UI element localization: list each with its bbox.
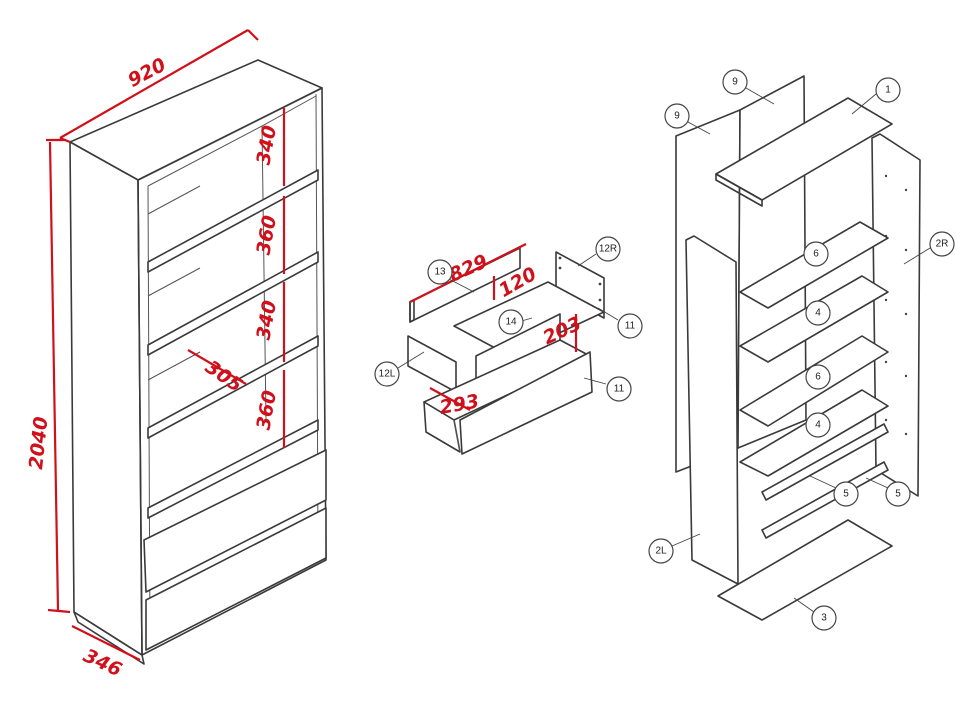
side-panel-holes [884, 174, 908, 436]
shelf-3 [147, 335, 319, 439]
bookcase-drawer-front-2 [145, 507, 327, 651]
exploded-cabinet [675, 75, 921, 621]
callout-4-a: 4 [815, 308, 821, 319]
dim-shelf-gap-360-b: 360 [252, 389, 281, 432]
callout-9-b: 9 [674, 111, 680, 122]
side-panel-right [871, 133, 921, 497]
rail-5-b [761, 461, 889, 539]
callout-14: 14 [505, 317, 517, 328]
callout-5-a: 5 [843, 489, 849, 500]
callout-2R: 2R [936, 239, 949, 250]
callout-6-a: 6 [813, 249, 819, 260]
rail-5-a [761, 423, 889, 501]
callout-12R: 12R [599, 244, 617, 255]
callout-1: 1 [885, 85, 891, 96]
callout-11-b: 11 [614, 384, 625, 395]
bookcase-front-frame [137, 87, 327, 656]
drawer-front-panel [459, 351, 593, 455]
dim-height-2040: 2040 [25, 416, 52, 471]
callout-4-b: 4 [815, 420, 821, 431]
bookcase-left-side [69, 141, 143, 656]
dim-shelf-gap-340-a: 340 [252, 124, 281, 167]
shelf-1 [147, 169, 319, 273]
dim-width-920: 920 [124, 54, 169, 92]
drawer-side-right [555, 251, 605, 319]
drawer-side-left [407, 335, 457, 393]
shelf-2 [147, 251, 319, 356]
callout-12L: 12L [379, 369, 396, 380]
assembled-bookcase [69, 59, 327, 665]
drawer-callouts: 13 14 12R 11 12L 11 [374, 236, 643, 402]
callout-5-b: 5 [895, 489, 901, 500]
dim-shelf-gap-360-a: 360 [252, 214, 281, 257]
dim-shelf-gap-340-b: 340 [252, 299, 281, 342]
side-panel-left [685, 235, 739, 585]
bookcase-dimensions: 920 2040 346 340 360 340 360 305 [25, 29, 286, 681]
shelf-4 [147, 419, 319, 519]
callout-13: 13 [434, 267, 446, 278]
callout-11-a: 11 [625, 321, 636, 332]
callout-9-a: 9 [732, 77, 738, 88]
callout-6-b: 6 [815, 372, 821, 383]
callout-3: 3 [821, 613, 827, 624]
bookcase-shelves [147, 169, 319, 519]
cabinet-callouts: 9 9 1 2R 6 4 6 4 5 5 2L 3 [648, 69, 955, 631]
bottom-panel [717, 519, 893, 621]
callout-2L: 2L [655, 546, 667, 557]
bookcase-drawer-front-1 [143, 449, 327, 593]
